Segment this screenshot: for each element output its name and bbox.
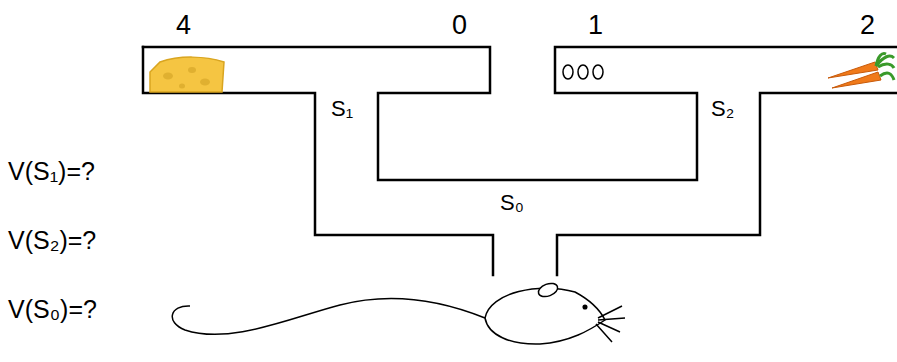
dropping bbox=[563, 65, 573, 79]
reward-number: 1 bbox=[588, 10, 603, 41]
dropping bbox=[578, 65, 588, 79]
mouse-eye bbox=[583, 305, 587, 309]
cheese-hole bbox=[179, 84, 185, 89]
cheese-icon bbox=[150, 57, 224, 92]
carrot bbox=[832, 72, 881, 88]
value-question: V(S₀)=? bbox=[8, 295, 97, 324]
carrot-icon bbox=[828, 54, 894, 89]
state-label: S₁ bbox=[331, 96, 353, 121]
reward-number: 2 bbox=[860, 10, 875, 41]
reward-number: 0 bbox=[452, 10, 467, 41]
mouse-tail bbox=[172, 299, 485, 335]
dropping bbox=[593, 65, 603, 79]
maze-wall bbox=[143, 47, 493, 275]
reward-number: 4 bbox=[176, 10, 191, 41]
maze-wall bbox=[143, 47, 897, 180]
state-label: S₂ bbox=[711, 96, 734, 121]
mouse-whiskers bbox=[596, 306, 625, 342]
value-question: V(S₁)=? bbox=[8, 157, 95, 186]
cheese-body bbox=[150, 57, 224, 92]
cheese-hole bbox=[188, 67, 196, 73]
maze-walls bbox=[143, 47, 897, 275]
value-question: V(S₂)=? bbox=[8, 226, 96, 255]
carrot-leaves bbox=[876, 54, 894, 81]
droppings-icon bbox=[563, 65, 603, 79]
cheese-hole bbox=[200, 79, 210, 86]
state-label: S₀ bbox=[500, 190, 524, 215]
cheese-hole bbox=[163, 73, 173, 80]
mouse-drawing bbox=[172, 281, 625, 344]
maze-wall bbox=[557, 93, 897, 275]
mouse-ear bbox=[537, 281, 560, 299]
